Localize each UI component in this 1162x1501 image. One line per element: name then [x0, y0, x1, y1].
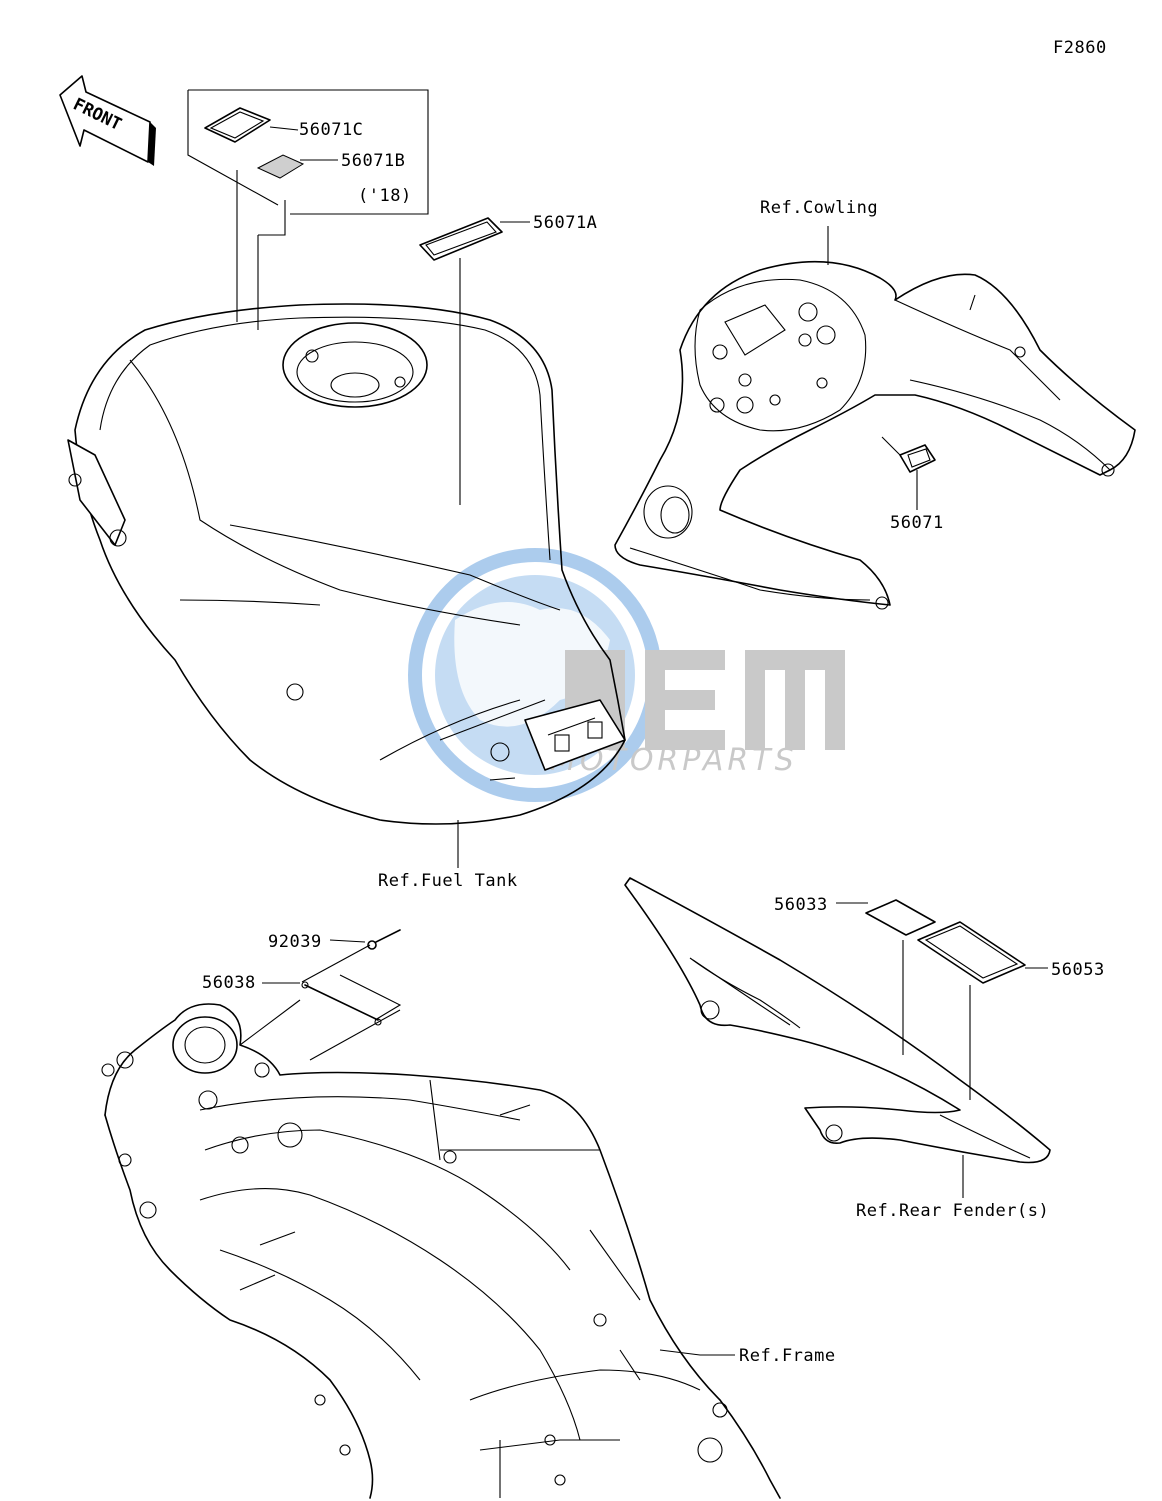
watermark-globe	[408, 548, 662, 802]
decal-56071b[interactable]	[256, 154, 305, 179]
decal-56053[interactable]	[917, 921, 1026, 984]
label-56071c[interactable]: 56071C	[299, 120, 364, 140]
label-ref-cowling[interactable]: Ref.Cowling	[760, 198, 879, 218]
label-56071[interactable]: 56071	[890, 513, 944, 533]
label-ref-rear-fender[interactable]: Ref.Rear Fender(s)	[856, 1201, 1050, 1221]
diagram-code: F2860	[1053, 38, 1107, 58]
strap-92039[interactable]	[367, 929, 401, 950]
rear-fender[interactable]	[624, 877, 1051, 1164]
label-group-bracket	[187, 89, 429, 330]
decal-56033[interactable]	[865, 899, 936, 936]
decal-56071c[interactable]	[204, 107, 271, 143]
label-year-note: ('18)	[358, 186, 412, 206]
watermark: MOTORPARTS	[408, 548, 845, 802]
cowling[interactable]	[614, 260, 1136, 610]
decal-56071[interactable]	[899, 444, 936, 473]
decal-56071a[interactable]	[419, 217, 503, 261]
front-arrow-icon: FRONT	[59, 75, 156, 166]
label-56071b[interactable]: 56071B	[341, 151, 406, 171]
frame[interactable]	[101, 1003, 781, 1499]
label-ref-frame[interactable]: Ref.Frame	[739, 1346, 836, 1366]
fuel-tank[interactable]	[67, 303, 626, 825]
label-56071a[interactable]: 56071A	[533, 213, 598, 233]
label-92039[interactable]: 92039	[268, 932, 322, 952]
label-56038[interactable]: 56038	[202, 973, 256, 993]
decal-56038[interactable]	[301, 981, 382, 1026]
label-56053[interactable]: 56053	[1051, 960, 1105, 980]
label-ref-fuel-tank[interactable]: Ref.Fuel Tank	[378, 871, 518, 891]
label-56033[interactable]: 56033	[774, 895, 828, 915]
